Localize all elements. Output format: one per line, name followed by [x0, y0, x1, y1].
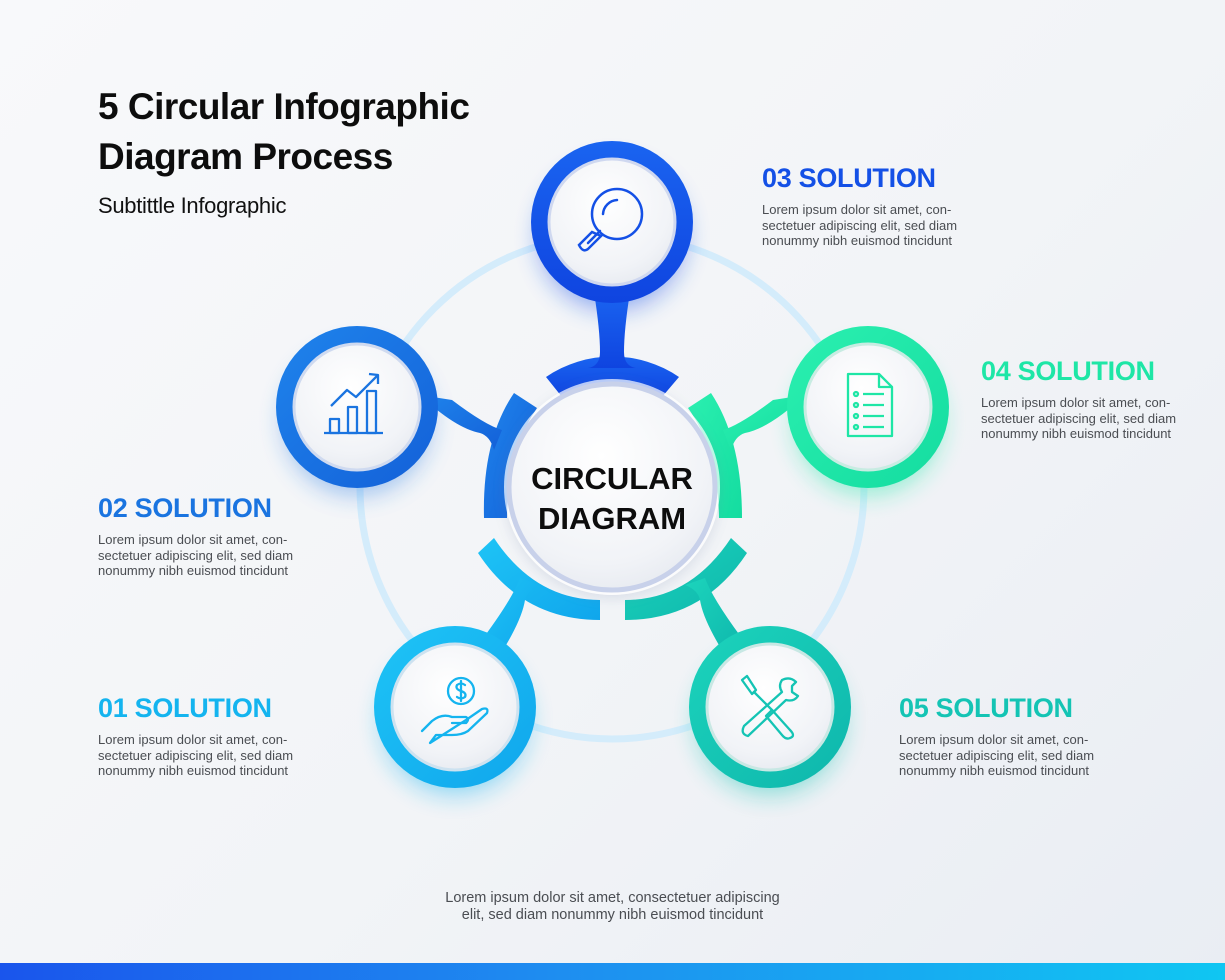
- solution-03-text-line: Lorem ipsum dolor sit amet, con-: [762, 202, 952, 217]
- growth-chart-icon: [324, 372, 383, 435]
- solution-01-text-line: nonummy nibh euismod tincidunt: [98, 763, 289, 778]
- solution-05-text: Lorem ipsum dolor sit amet, con- sectetu…: [899, 732, 1124, 779]
- solution-05-title: 05 SOLUTION: [899, 693, 1073, 723]
- segment-04: [688, 326, 949, 518]
- segment-05: [625, 538, 851, 795]
- solution-02-text-line: nonummy nibh euismod tincidunt: [98, 563, 289, 578]
- solution-01-text-line: sectetuer adipiscing elit, sed diam: [98, 747, 294, 763]
- solution-02-block: 02 SOLUTION Lorem ipsum dolor sit amet, …: [98, 492, 323, 579]
- footer-line-2: elit, sed diam nonummy nibh euismod tinc…: [461, 907, 764, 923]
- solution-04-block: 04 SOLUTION Lorem ipsum dolor sit amet, …: [981, 355, 1206, 442]
- solution-03-text-line: sectetuer adipiscing elit, sed diam: [762, 217, 958, 233]
- solution-04-text-line: sectetuer adipiscing elit, sed diam: [981, 410, 1177, 426]
- document-list-icon: [846, 372, 894, 438]
- solution-03-block: 03 SOLUTION Lorem ipsum dolor sit amet, …: [762, 162, 987, 249]
- solution-02-text: Lorem ipsum dolor sit amet, con- sectetu…: [98, 532, 323, 579]
- solution-02-text-line: sectetuer adipiscing elit, sed diam: [98, 547, 294, 563]
- solution-04-text: Lorem ipsum dolor sit amet, con- sectetu…: [981, 395, 1206, 442]
- solution-04-title: 04 SOLUTION: [981, 356, 1155, 386]
- solution-05-block: 05 SOLUTION Lorem ipsum dolor sit amet, …: [899, 692, 1124, 779]
- segment-02: [276, 326, 537, 518]
- center-title-line-2: DIAGRAM: [538, 501, 686, 536]
- solution-01-title: 01 SOLUTION: [98, 693, 272, 723]
- solution-05-text-line: sectetuer adipiscing elit, sed diam: [899, 747, 1095, 763]
- page-title: 5 Circular Infographic Diagram Process: [98, 82, 470, 182]
- solution-03-text: Lorem ipsum dolor sit amet, con- sectetu…: [762, 202, 987, 249]
- solution-02-title: 02 SOLUTION: [98, 493, 272, 523]
- solution-04-text-line: Lorem ipsum dolor sit amet, con-: [981, 395, 1171, 410]
- title-line-2: Diagram Process: [98, 136, 393, 177]
- center-title-line-1: CIRCULAR: [531, 461, 693, 496]
- solution-01-block: 01 SOLUTION Lorem ipsum dolor sit amet, …: [98, 692, 323, 779]
- footer-line-1: Lorem ipsum dolor sit amet, consectetuer…: [445, 890, 780, 906]
- solution-01-text-line: Lorem ipsum dolor sit amet, con-: [98, 732, 288, 747]
- footer-text: Lorem ipsum dolor sit amet, consectetuer…: [0, 890, 1225, 924]
- solution-03-title: 03 SOLUTION: [762, 163, 936, 193]
- segment-03: [531, 141, 693, 397]
- solution-03-text-line: nonummy nibh euismod tincidunt: [762, 233, 953, 248]
- bottom-bar: [0, 963, 1225, 980]
- search-icon: [577, 187, 644, 252]
- money-hand-icon: [420, 676, 489, 745]
- solution-05-text-line: Lorem ipsum dolor sit amet, con-: [899, 732, 1089, 747]
- center-hub: CIRCULAR DIAGRAM: [504, 379, 720, 595]
- solution-05-text-line: nonummy nibh euismod tincidunt: [899, 763, 1090, 778]
- tools-icon: [740, 674, 800, 740]
- solution-04-text-line: nonummy nibh euismod tincidunt: [981, 426, 1172, 441]
- solution-01-text: Lorem ipsum dolor sit amet, con- sectetu…: [98, 732, 323, 779]
- segment-01: [374, 538, 600, 795]
- solution-02-text-line: Lorem ipsum dolor sit amet, con-: [98, 532, 288, 547]
- page-subtitle: Subtittle Infographic: [98, 193, 287, 218]
- title-line-1: 5 Circular Infographic: [98, 86, 470, 127]
